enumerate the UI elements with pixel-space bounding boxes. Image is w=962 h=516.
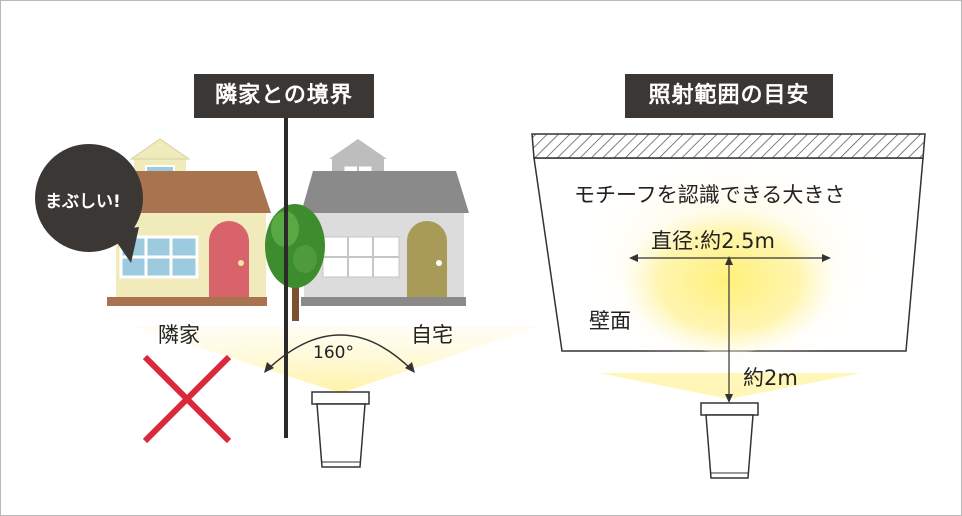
neighbor-house-label: 隣家: [158, 323, 200, 347]
distance-arrow-head-top: [725, 256, 733, 265]
distance-arrow-head-bottom: [725, 394, 733, 403]
cross-mark: [142, 354, 232, 444]
door-knob: [238, 260, 244, 266]
wall-label: 壁面: [589, 309, 631, 333]
tree-trunk: [292, 271, 299, 321]
angle-label: 160°: [313, 343, 354, 363]
cross-stroke: [142, 354, 232, 444]
own-house-door: [407, 221, 447, 298]
neighbor-house-roof: [111, 171, 271, 213]
angle-arrow-right: [405, 362, 415, 373]
own-house: [301, 139, 469, 306]
fixture-rim: [700, 402, 759, 416]
own-house-roof: [301, 171, 469, 213]
right-panel-title: 照射範囲の目安: [625, 74, 833, 118]
neighbor-house-dormer-roof: [129, 138, 191, 160]
angle-arc: [265, 334, 414, 372]
light-beam-left: [131, 326, 541, 393]
fixture-body: [316, 403, 366, 468]
fixture-rim: [311, 391, 370, 405]
speech-bubble-text: まぶしい!: [45, 192, 121, 212]
angle-arrow-left: [264, 362, 274, 373]
distance-label: 約2m: [743, 366, 798, 390]
speech-bubble: [35, 144, 143, 263]
fixture-body: [705, 414, 754, 479]
diameter-arrow-head-right: [822, 254, 831, 262]
own-house-dormer-roof: [329, 139, 387, 159]
light-beam-right: [599, 373, 861, 399]
left-panel-title: 隣家との境界: [194, 74, 374, 118]
neighbor-house-door: [209, 221, 249, 298]
light-fixture-left: [311, 391, 370, 468]
speech-bubble-body: [35, 144, 143, 252]
diameter-arrow-head-left: [629, 254, 638, 262]
light-fixture-right: [700, 402, 759, 479]
own-house-base: [301, 297, 466, 306]
own-house-label: 自宅: [411, 323, 453, 347]
ceiling-hatch: [531, 133, 926, 159]
door-knob: [436, 260, 442, 266]
tree-foliage-highlight: [293, 245, 317, 273]
neighbor-house-base: [107, 297, 267, 306]
diameter-label: 直径:約2.5m: [651, 229, 775, 253]
motif-size-label: モチーフを認識できる大きさ: [574, 183, 846, 207]
